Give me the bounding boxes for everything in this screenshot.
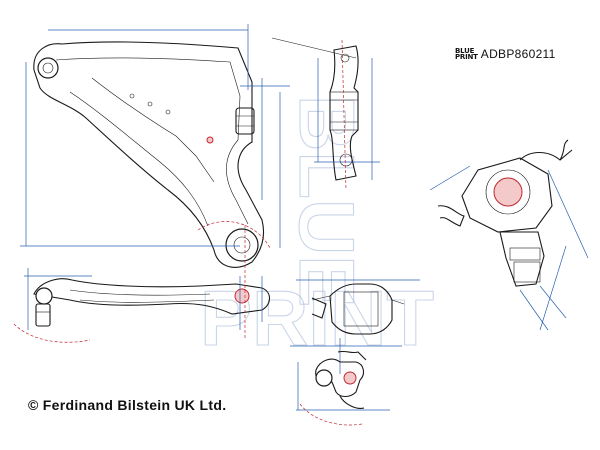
watermark: BLUE PRINT (199, 94, 434, 362)
brand-logo: BLUE PRINT ADBP860211 (455, 47, 556, 61)
bushing-side-view (271, 37, 380, 181)
bushing-front-view (290, 279, 420, 374)
logo-line-2: PRINT (455, 53, 478, 61)
centre-lines (244, 39, 347, 340)
copyright-notice: © Ferdinand Bilstein UK Ltd. (28, 397, 227, 413)
ball-joint-bottom-view (296, 350, 390, 426)
ball-joint-assembly (429, 139, 589, 331)
control-arm-front-view (13, 268, 271, 343)
control-arm-top-view (20, 24, 290, 268)
blue-print-logo-icon: BLUE PRINT (455, 47, 478, 61)
watermark-line-2: PRINT (200, 274, 434, 362)
logo-line-1: BLUE (455, 47, 475, 55)
part-number: ADBP860211 (480, 47, 556, 61)
